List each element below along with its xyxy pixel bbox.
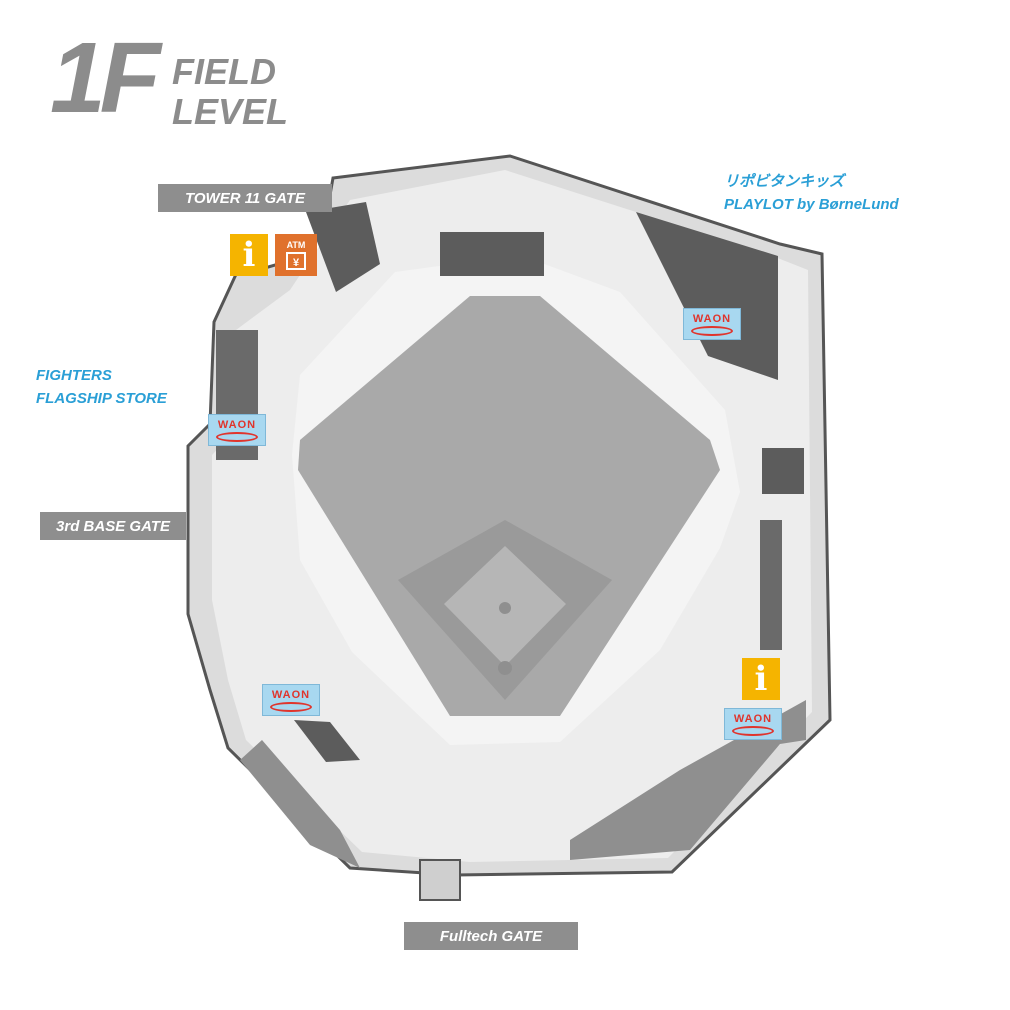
atm-icon[interactable]: ATM ¥ <box>275 234 317 276</box>
home-plate <box>498 661 512 675</box>
waon-icon[interactable]: WAON <box>262 684 320 716</box>
waon-label: WAON <box>733 712 773 725</box>
block-ne <box>636 212 778 380</box>
waon-ring-icon <box>216 431 258 442</box>
waon-icon[interactable]: WAON <box>208 414 266 446</box>
block-east <box>762 448 804 494</box>
tower11-gate-label[interactable]: TOWER 11 GATE <box>158 184 332 212</box>
waon-icon[interactable]: WAON <box>724 708 782 740</box>
playlot-label[interactable]: リポビタンキッズ PLAYLOT by BørneLund <box>724 170 899 216</box>
waon-ring-icon <box>270 701 312 712</box>
playlot-jp: リポビタンキッズ <box>724 173 845 190</box>
waon-ring-icon <box>691 325 733 336</box>
block-sw <box>294 720 360 762</box>
floor-name-line1: FIELD <box>172 51 276 92</box>
waon-icon[interactable]: WAON <box>683 308 741 340</box>
fulltech-gate-label[interactable]: Fulltech GATE <box>404 922 578 950</box>
block-east2 <box>760 520 782 650</box>
info-icon[interactable]: i <box>742 658 780 700</box>
playlot-en: PLAYLOT by BørneLund <box>724 196 899 213</box>
fighters-store-line2: FLAGSHIP STORE <box>36 390 167 407</box>
waon-label: WAON <box>692 312 732 325</box>
third-base-gate-label[interactable]: 3rd BASE GATE <box>40 512 186 540</box>
outfield <box>298 296 720 716</box>
waon-label: WAON <box>271 688 311 701</box>
block-se <box>570 700 806 860</box>
floor-number: 1F <box>50 22 161 134</box>
floor-name: FIELD LEVEL <box>172 52 288 132</box>
atm-label: ATM <box>286 240 306 250</box>
yen-icon: ¥ <box>286 252 306 270</box>
info-icon[interactable]: i <box>230 234 268 276</box>
waon-ring-icon <box>732 725 774 736</box>
fighters-store-line1: FIGHTERS <box>36 367 112 384</box>
floor-name-line2: LEVEL <box>172 91 289 132</box>
block-nw <box>306 202 380 292</box>
block-north <box>440 232 544 276</box>
fighters-store-label[interactable]: FIGHTERS FLAGSHIP STORE <box>36 364 167 410</box>
block-south-left <box>240 740 360 868</box>
pitchers-mound <box>499 602 511 614</box>
waon-label: WAON <box>217 418 257 431</box>
fulltech-entrance <box>419 859 461 901</box>
